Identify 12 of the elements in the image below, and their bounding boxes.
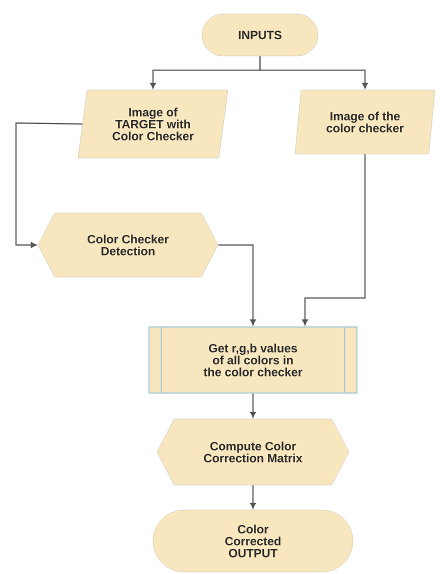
arrow [15,122,82,248]
arrow [302,154,366,326]
input-parallelogram: Image of the color checker [294,90,436,154]
arrow [250,485,256,508]
arrow [250,394,256,418]
predefined-process-box: Get r,g,b values of all colors in the color checker [148,326,358,394]
terminal-oval: Color Corrected OUTPUT [152,510,354,572]
input-parallelogram: Image of TARGET with Color Checker [78,90,228,158]
preparation-hexagon: Compute Color Correction Matrix [156,418,350,486]
preparation-hexagon: Color Checker Detection [38,212,218,278]
arrow [218,244,256,326]
arrow [259,56,368,88]
